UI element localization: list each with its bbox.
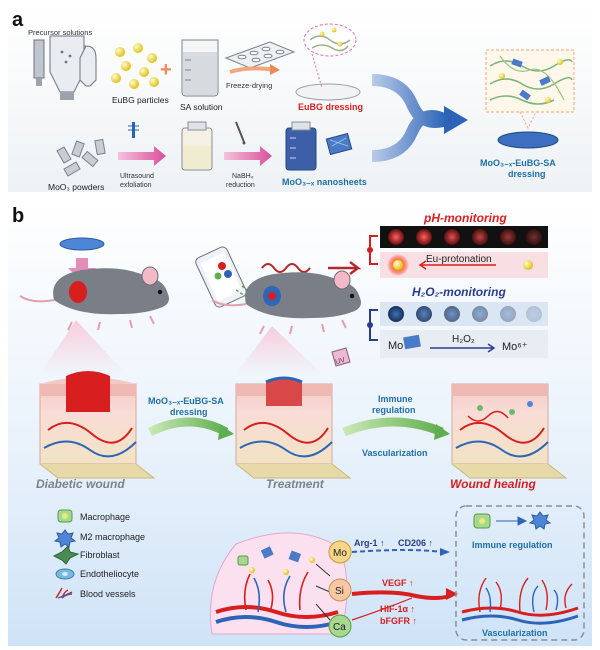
spray-dryer-icon (33, 35, 97, 100)
eubg-dressing-icon (295, 23, 361, 101)
dropper-icon (235, 121, 246, 145)
panel-a-label: a (12, 9, 24, 31)
h2o2-arrow-text: H₂O₂ (452, 334, 475, 345)
legend: Macrophage M2 macrophage Fibroblast Endo… (52, 509, 145, 599)
mo-left-text: Mo (388, 340, 403, 352)
immune-text-2: regulation (372, 405, 416, 415)
nanosheets-text: MoO₃₋ₓ nanosheets (282, 177, 367, 187)
plus-sign: + (160, 59, 172, 81)
eu-protonation-text: Eu-protonation (426, 254, 492, 265)
cd206-text: CD206 ↑ (398, 538, 433, 548)
endotheliocyte-icon (55, 568, 75, 580)
immune-pathway-arrow (351, 549, 443, 553)
final-dressing-text-2: dressing (508, 169, 546, 179)
ca-ion-icon (328, 614, 352, 638)
h2o2-arrow (430, 343, 496, 353)
arg1-text: Arg-1 ↑ (354, 538, 385, 548)
results-box (455, 505, 585, 641)
panel-b-label: b (12, 205, 24, 227)
mo6-text: Mo⁶⁺ (502, 341, 528, 353)
legend-item-blood-vessels: Blood vessels (80, 589, 136, 599)
sa-solution-text: SA solution (180, 102, 223, 112)
smartphone-icon (195, 246, 247, 308)
wound-healing-caption: Wound healing (450, 477, 536, 491)
sa-beaker-icon (181, 39, 219, 97)
eubg-dressing-text: EuBG dressing (298, 102, 363, 112)
vascularization-icon (461, 577, 579, 625)
dressing-text-1: MoO₃₋ₓ-EuBG-SA (148, 396, 224, 406)
mo-ion-icon (328, 540, 352, 564)
panel-b: b (8, 200, 592, 646)
legend-item-macrophage: Macrophage (80, 512, 130, 522)
blood-vessels-icon (55, 587, 73, 599)
immune-regulation-text: Immune regulation (472, 540, 553, 550)
nabh4-arrow (224, 146, 272, 166)
ultrasound-arrow (118, 146, 166, 166)
uv-text: UV (335, 357, 347, 366)
h2o2-monitoring-title: H₂O₂-monitoring (412, 285, 506, 299)
diabetic-wound-caption: Diabetic wound (36, 477, 125, 491)
moo3-powders-text: MoO₃ powders (48, 182, 104, 192)
ph-color-dots (388, 229, 542, 245)
signal-wave-icon (261, 263, 311, 273)
eubg-particles-icon (111, 43, 159, 89)
diabetic-wound-skin-block (39, 371, 156, 479)
dressing-disk-icon (59, 237, 105, 251)
healing-arrow (342, 417, 444, 437)
ultrasound-text-1: Ultrasound (120, 173, 154, 180)
bfgfr-text: bFGFR ↑ (380, 616, 417, 626)
nabh4-text-2: reduction (226, 182, 255, 189)
eubg-particles-text: EuBG particles (112, 95, 169, 105)
si-ion-icon (328, 578, 352, 602)
dispersion-bottle-icon (181, 121, 213, 171)
h2o2-color-strip (380, 302, 548, 326)
spotlight-1 (40, 320, 126, 374)
vascularization-top-text: Vascularization (362, 448, 428, 458)
moo3-powders-icon (56, 138, 106, 177)
final-dressing-text-1: MoO₃₋ₓ-EuBG-SA (480, 158, 556, 168)
treatment-caption: Treatment (266, 477, 325, 491)
macrophage-icon (57, 509, 73, 523)
immune-regulation-icon (473, 511, 552, 530)
immune-text-1: Immune (378, 394, 413, 404)
vegf-text: VEGF ↑ (382, 578, 414, 588)
freeze-drying-text: Freeze-drying (226, 81, 272, 90)
treatment-skin-block (235, 376, 352, 479)
eu-protonation-arrow (418, 260, 496, 270)
nanosheets-bottle-icon (285, 121, 353, 171)
panel-a: a Precursor solutions EuBG particles + (8, 4, 592, 192)
si-ion-text: Si (335, 586, 344, 597)
ion-connector (315, 563, 331, 621)
h2o2-color-dots (388, 306, 542, 322)
ultrasound-probe-icon (128, 122, 139, 138)
merge-arrow-bottom (371, 110, 449, 162)
fibroblast-icon (52, 545, 80, 565)
hif-text: HIF-1α ↑ (380, 604, 415, 614)
final-dressing-icon (485, 49, 575, 149)
treatment-arrow (147, 417, 229, 437)
ph-color-strip (380, 226, 548, 248)
legend-item-fibroblast: Fibroblast (80, 550, 120, 560)
spotlight-2 (236, 326, 322, 374)
treated-mouse-icon (211, 270, 361, 335)
diabetic-mouse-icon (19, 266, 169, 331)
legend-item-endotheliocyte: Endotheliocyte (80, 569, 139, 579)
precursor-solutions-text: Precursor solutions (28, 28, 92, 37)
m2-macrophage-icon (53, 529, 77, 548)
healed-skin-block (451, 383, 568, 479)
ca-ion-text: Ca (333, 622, 346, 633)
mechanism-vessels (215, 546, 339, 629)
mold-tray-icon (224, 41, 296, 69)
uv-lamp-icon (331, 347, 351, 367)
dressing-text-2: dressing (170, 407, 208, 417)
mo-ion-text: Mo (333, 548, 347, 559)
ph-monitoring-title: pH-monitoring (423, 211, 507, 225)
vascularization-bottom-text: Vascularization (482, 628, 548, 638)
nabh4-text-1: NaBH₄ (232, 173, 254, 180)
vascular-pathway-arrow (351, 590, 451, 600)
ultrasound-text-2: exfoliation (120, 182, 152, 189)
legend-item-m2-macrophage: M2 macrophage (80, 532, 145, 542)
